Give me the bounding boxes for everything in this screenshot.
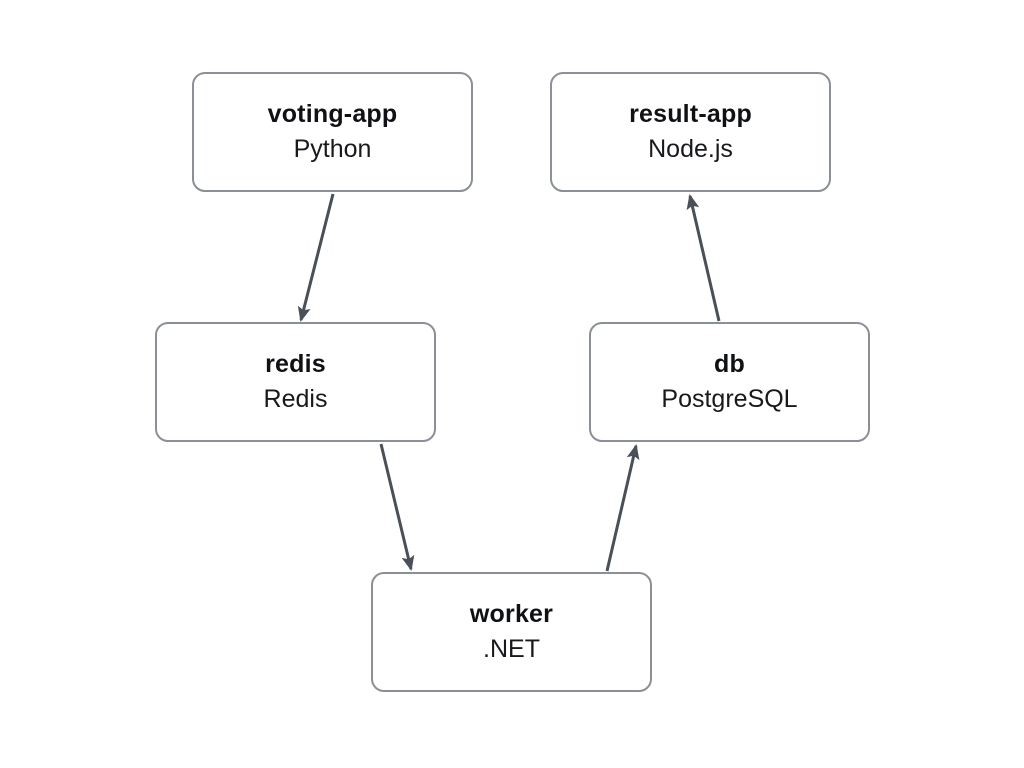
edge-voting-app-to-redis	[297, 193, 335, 322]
edge-db-to-result-app	[686, 194, 721, 322]
node-db: db PostgreSQL	[589, 322, 870, 442]
node-subtitle: PostgreSQL	[661, 385, 798, 413]
node-subtitle: Redis	[263, 385, 328, 413]
node-subtitle: Python	[293, 135, 372, 163]
node-title: redis	[265, 350, 326, 378]
node-subtitle: .NET	[483, 635, 540, 663]
node-result-app: result-app Node.js	[550, 72, 831, 192]
node-title: voting-app	[267, 100, 398, 128]
edge-redis-to-worker	[379, 443, 415, 571]
node-worker: worker .NET	[371, 572, 652, 692]
node-subtitle: Node.js	[648, 135, 733, 163]
node-title: result-app	[629, 100, 752, 128]
node-redis: redis Redis	[155, 322, 436, 442]
node-title: db	[714, 350, 745, 378]
node-title: worker	[469, 600, 554, 628]
node-voting-app: voting-app Python	[192, 72, 473, 192]
edge-worker-to-db	[605, 444, 640, 572]
